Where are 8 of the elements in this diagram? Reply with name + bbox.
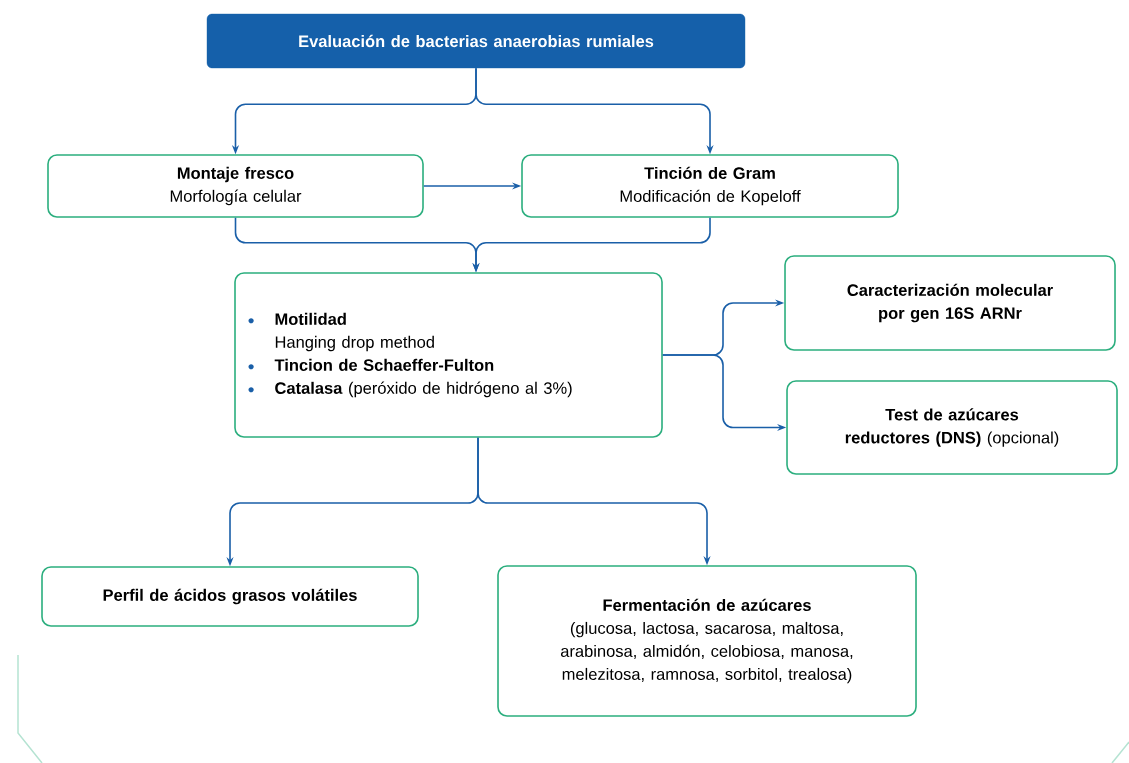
process-box: Fermentación de azúcares (glucosa, lactosa, sacarosa, maltosa, arabinosa, almidón, celobiosa, manosa, melezitosa, ramnosa, sorbitol, trealosa) — [497, 565, 917, 717]
process-box: Motilidad Hanging drop method Tincion de Schaeffer-Fulton Catalasa (peróxido de hidrógeno al 3%) — [234, 272, 663, 438]
process-box: Tinción de Gram Modificación de Kopeloff — [521, 154, 899, 218]
process-box: Montaje fresco Morfología celular — [47, 154, 424, 218]
process-box: Test de azúcares reductores (DNS) (opcional) — [786, 380, 1118, 475]
process-box: Perfil de ácidos grasos volátiles — [41, 566, 419, 627]
header-box: Evaluación de bacterias anaerobias rumiales — [206, 13, 746, 69]
process-box: Caracterización molecular por gen 16S ARNr — [784, 255, 1116, 351]
